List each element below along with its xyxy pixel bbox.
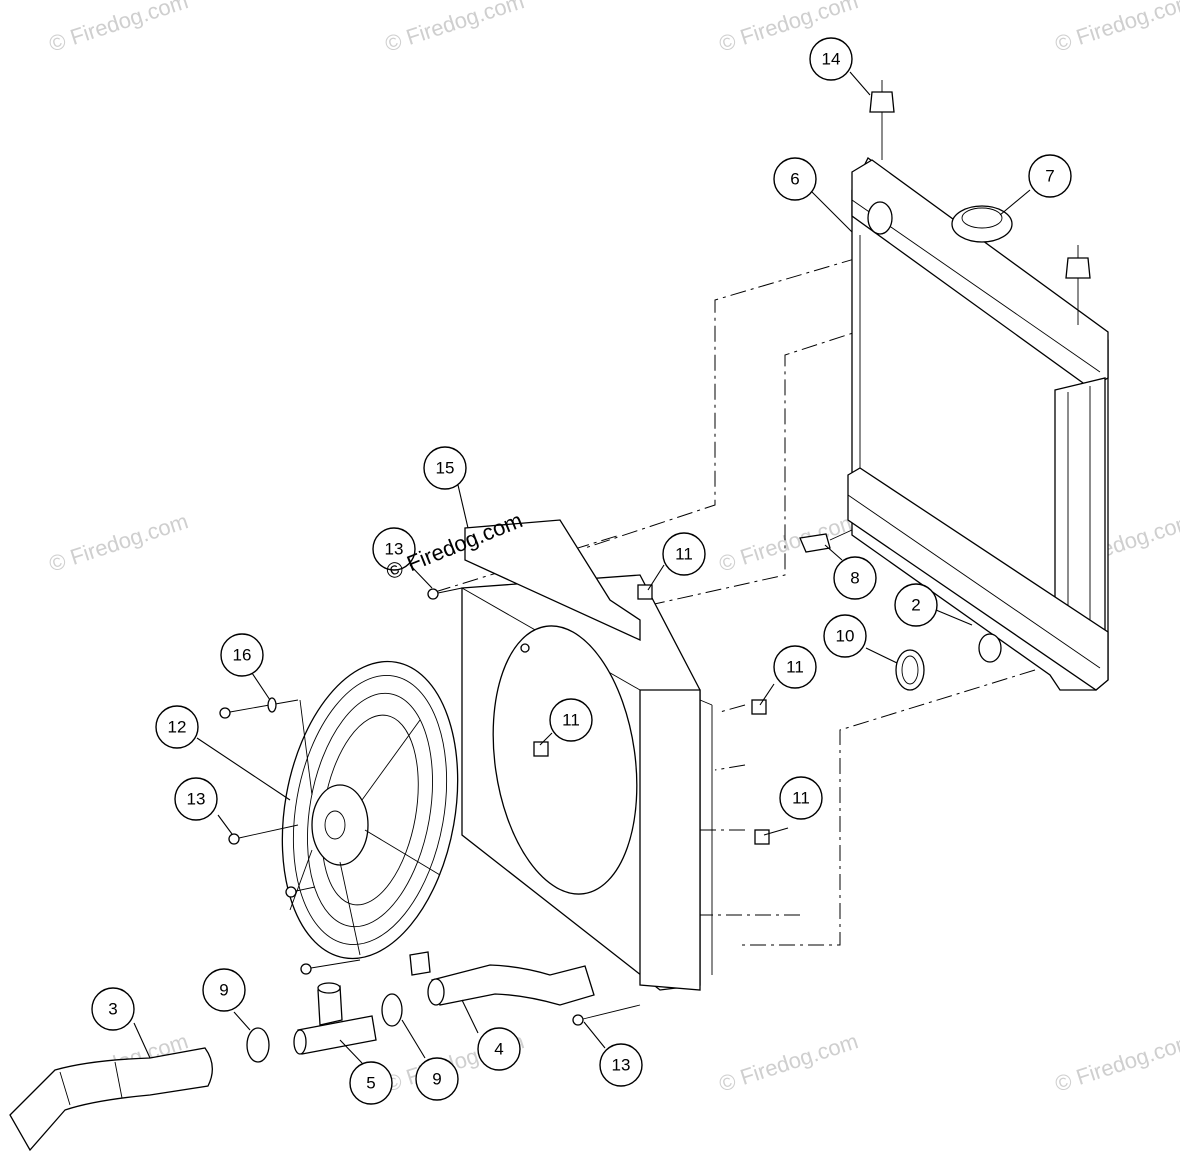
- watermark-text: © Firedog.com: [1052, 0, 1180, 57]
- callout-5: 5: [349, 1061, 393, 1105]
- callout-label: 3: [108, 1000, 117, 1019]
- callout-9: 9: [415, 1057, 459, 1101]
- callout-10: 10: [823, 614, 867, 658]
- callout-label: 6: [790, 170, 799, 189]
- bolt-icon: [219, 699, 299, 719]
- callout-16: 16: [220, 633, 264, 677]
- callout-group: 14 6 7 15 13 11 8 2 10 11 16 12 11 13 11…: [91, 37, 1072, 1105]
- callout-15: 15: [423, 446, 467, 490]
- bolt-icon: [285, 886, 316, 898]
- hose-group: [9, 964, 595, 1152]
- lower-outlet-icon: [978, 633, 1002, 663]
- watermark-text: © Firedog.com: [382, 0, 527, 57]
- callout-label: 13: [612, 1056, 631, 1075]
- callout-label: 11: [562, 711, 580, 730]
- fastener-group: [219, 584, 770, 1026]
- bolt-icon: [572, 1004, 641, 1026]
- fan-shroud: [461, 519, 713, 991]
- callout-label: 8: [850, 569, 859, 588]
- callout-label: 9: [219, 981, 228, 1000]
- callout-2: 2: [894, 583, 938, 627]
- hose-clamp-icon: [895, 649, 925, 691]
- callout-label: 11: [675, 545, 693, 564]
- callout-label: 13: [187, 790, 206, 809]
- hose-clamp-icon: [246, 1027, 270, 1063]
- mount-rubber-icon: [869, 80, 895, 160]
- temperature-sensor-icon: [799, 529, 853, 553]
- callout-3: 3: [91, 987, 135, 1031]
- bolt-icon: [228, 824, 299, 845]
- upper-hose-icon: [431, 964, 595, 1006]
- callout-label: 16: [233, 646, 252, 665]
- fan-connector-icon: [409, 951, 431, 976]
- callout-11: 11: [773, 645, 817, 689]
- lower-hose-icon: [9, 1047, 213, 1152]
- tee-fitting-icon: [293, 982, 377, 1055]
- callout-7: 7: [1028, 154, 1072, 198]
- clip-nut-icon: [751, 699, 767, 715]
- callout-6: 6: [773, 157, 817, 201]
- callout-14: 14: [809, 37, 853, 81]
- callout-label: 2: [911, 596, 920, 615]
- watermark-text: © Firedog.com: [716, 1028, 861, 1096]
- callout-11: 11: [549, 698, 593, 742]
- callout-label: 7: [1045, 167, 1054, 186]
- mount-rubber-icon: [1065, 245, 1091, 325]
- bolt-icon: [300, 959, 361, 975]
- radiator-assembly: [847, 80, 1109, 691]
- callout-13: 13: [599, 1043, 643, 1087]
- bolt-icon: [520, 643, 530, 653]
- callout-12: 12: [155, 705, 199, 749]
- callout-8: 8: [833, 556, 877, 600]
- washer-icon: [267, 697, 277, 713]
- clip-nut-icon: [533, 741, 549, 757]
- callout-label: 13: [385, 540, 404, 559]
- callout-9: 9: [202, 968, 246, 1012]
- callout-11: 11: [779, 776, 823, 820]
- callout-11: 11: [662, 532, 706, 576]
- callout-label: 11: [792, 789, 810, 808]
- callout-13: 13: [372, 527, 416, 571]
- callout-label: 5: [366, 1074, 375, 1093]
- radiator-cap-icon: [951, 205, 1013, 243]
- callout-label: 4: [494, 1040, 503, 1059]
- watermark-text: © Firedog.com: [1052, 1028, 1180, 1096]
- callout-13: 13: [174, 777, 218, 821]
- callout-label: 11: [786, 658, 804, 677]
- fan-motor-icon: [311, 784, 369, 866]
- callout-4: 4: [477, 1027, 521, 1071]
- watermark-text: © Firedog.com: [46, 0, 191, 57]
- hose-clamp-icon: [381, 993, 403, 1027]
- callout-label: 9: [432, 1070, 441, 1089]
- callout-label: 10: [836, 627, 855, 646]
- bolt-icon: [427, 587, 463, 600]
- callout-label: 14: [822, 50, 841, 69]
- upper-outlet-icon: [867, 201, 893, 235]
- callout-label: 15: [436, 459, 455, 478]
- cooling-fan: [281, 660, 459, 976]
- watermark-text: © Firedog.com: [46, 508, 191, 576]
- clip-nut-icon: [754, 829, 770, 845]
- leader-lines: [133, 71, 1031, 1064]
- callout-label: 12: [168, 718, 187, 737]
